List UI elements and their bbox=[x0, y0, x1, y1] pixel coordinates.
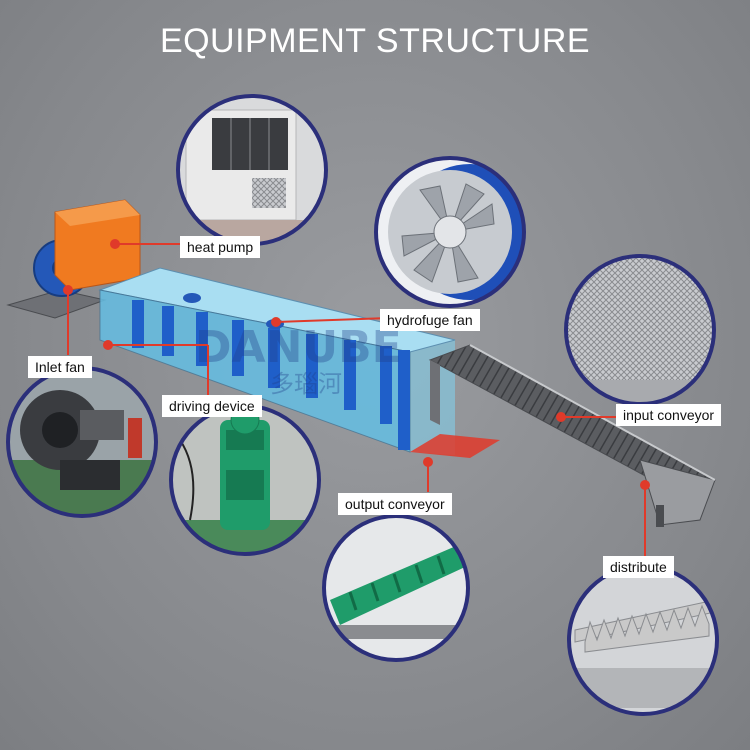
label-input-conveyor: input conveyor bbox=[616, 404, 722, 426]
driving-device-bubble bbox=[169, 404, 321, 556]
chamber-panels bbox=[132, 300, 410, 450]
label-heat-pump: heat pump bbox=[180, 236, 261, 258]
label-hydrofuge-fan: hydrofuge fan bbox=[380, 309, 480, 331]
heat-pump-bubble bbox=[176, 94, 328, 246]
watermark: DANUBE 多瑙河 bbox=[195, 322, 402, 398]
label-output-conveyor: output conveyor bbox=[338, 493, 452, 515]
mesh-belt-icon bbox=[566, 256, 714, 404]
label-inlet-fan: Inlet fan bbox=[28, 356, 92, 378]
inlet-fan-bubble bbox=[6, 366, 158, 518]
watermark-latin: DANUBE bbox=[195, 322, 402, 373]
label-driving-device: driving device bbox=[162, 395, 262, 417]
page-title: EQUIPMENT STRUCTURE bbox=[159, 22, 591, 60]
hydrofuge-fan-bubble bbox=[374, 156, 526, 308]
chain-conveyor-icon bbox=[330, 540, 468, 625]
watermark-cjk: 多瑙河 bbox=[270, 370, 342, 398]
output-conveyor-bubble bbox=[322, 514, 470, 662]
dryer-machine bbox=[6, 199, 716, 527]
label-distribute: distribute bbox=[603, 556, 674, 578]
distribute-bubble bbox=[567, 564, 719, 716]
input-conveyor-bubble bbox=[564, 254, 716, 406]
leader-lines bbox=[63, 239, 650, 556]
